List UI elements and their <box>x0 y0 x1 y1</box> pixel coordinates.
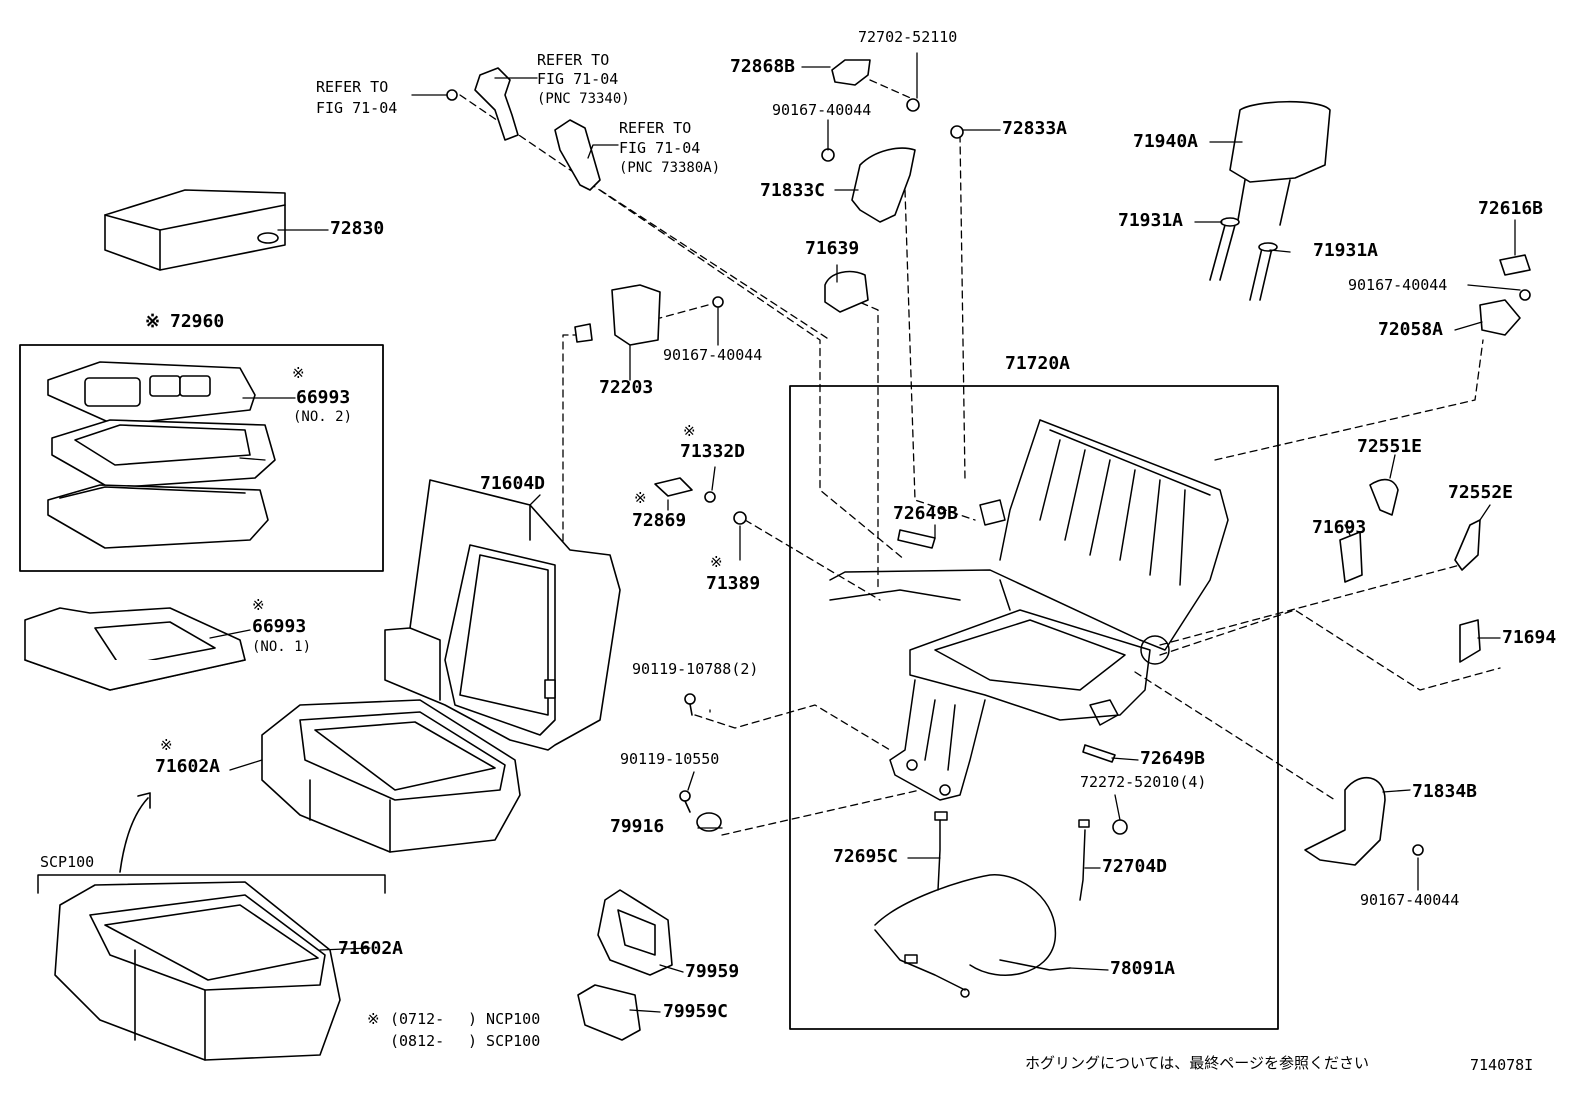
label-71693: 71693 <box>1312 517 1367 538</box>
seat-back-71604D <box>384 479 621 751</box>
armrest-pad-72830 <box>104 189 286 271</box>
label-72616B: 72616B <box>1478 198 1544 219</box>
tray-66993-no1 <box>24 607 246 691</box>
dashed-leader-lines <box>459 79 1501 836</box>
label-66993-no2-mark: ※ <box>292 364 305 382</box>
label-72702-52110: 72702-52110 <box>858 28 958 46</box>
label-71332D-mark: ※ <box>683 422 696 440</box>
label-79959: 79959 <box>685 961 740 982</box>
label-66993-no1-mark: ※ <box>252 596 265 614</box>
label-refer-fig-1a: REFER TO <box>316 78 389 96</box>
console-kit-parts <box>47 361 276 549</box>
label-71602A-top: 71602A <box>155 756 221 777</box>
label-71604D: 71604D <box>480 473 546 494</box>
label-no2: (NO. 2) <box>293 409 353 425</box>
label-72649B-top: 72649B <box>893 503 959 524</box>
label-66993-no2: 66993 <box>296 387 351 408</box>
label-71602A-mark: ※ <box>160 736 173 754</box>
note-line1-start: (0712- <box>390 1010 445 1028</box>
console-kit-box <box>19 344 384 572</box>
label-72272-52010: 72272-52010(4) <box>1080 773 1207 791</box>
label-refer-fig-2c: (PNC 73340) <box>537 91 630 107</box>
note-line1-end: ) NCP100 <box>468 1010 541 1028</box>
label-71931A-left: 71931A <box>1118 210 1184 231</box>
note-line2-start: (0812- <box>390 1032 445 1050</box>
scp100-bracket <box>37 874 386 894</box>
label-90167-40044-bottom: 90167-40044 <box>1360 891 1460 909</box>
label-72695C: 72695C <box>833 846 899 867</box>
label-79959C: 79959C <box>663 1001 729 1022</box>
label-72833A: 72833A <box>1002 118 1068 139</box>
label-71694: 71694 <box>1502 627 1557 648</box>
label-72960-mark: ※ <box>145 311 161 332</box>
label-66993-no1: 66993 <box>252 616 307 637</box>
headrest-71940A <box>1209 100 1331 301</box>
solid-leader-lines <box>209 52 1521 1013</box>
release-cables <box>874 811 1090 998</box>
figure-id: 714078I <box>1470 1056 1534 1074</box>
label-72552E: 72552E <box>1448 482 1514 503</box>
label-71389-mark: ※ <box>710 553 723 571</box>
label-90167-40044-right: 90167-40044 <box>1348 276 1448 294</box>
label-72551E: 72551E <box>1357 436 1423 457</box>
label-71931A-right: 71931A <box>1313 240 1379 261</box>
label-scp100: SCP100 <box>40 853 95 871</box>
springs-fasteners <box>654 477 1128 835</box>
label-72869-mark: ※ <box>634 489 647 507</box>
label-refer-fig-3c: (PNC 73380A) <box>619 160 721 176</box>
arrow-head-icon <box>137 792 151 809</box>
label-90167-40044-mid: 90167-40044 <box>663 346 763 364</box>
upper-small-parts <box>574 59 964 346</box>
label-71834B: 71834B <box>1412 781 1478 802</box>
label-72869: 72869 <box>632 510 687 531</box>
label-72649B-bottom: 72649B <box>1140 748 1206 769</box>
label-71833C: 71833C <box>760 180 826 201</box>
alternate-arrow <box>119 797 149 873</box>
label-72868B: 72868B <box>730 56 796 77</box>
right-side-parts <box>1304 254 1531 866</box>
label-71639: 71639 <box>805 238 860 259</box>
seat-frame-71720A <box>829 419 1229 801</box>
label-90119-10550: 90119-10550 <box>620 750 720 768</box>
label-72058A: 72058A <box>1378 319 1444 340</box>
label-71720A: 71720A <box>1005 353 1071 374</box>
seat-frame-box <box>789 385 1279 1030</box>
label-71389: 71389 <box>706 573 761 594</box>
label-72704D: 72704D <box>1102 856 1168 877</box>
label-71332D: 71332D <box>680 441 746 462</box>
label-72960: 72960 <box>170 311 225 332</box>
label-72830: 72830 <box>330 218 385 239</box>
label-90119-10788: 90119-10788(2) <box>632 660 759 678</box>
label-72203: 72203 <box>599 377 654 398</box>
seat-cushion-71602A-upper <box>261 699 521 853</box>
label-refer-fig-3b: FIG 71-04 <box>619 139 701 157</box>
seat-cushion-71602A-lower <box>54 881 341 1061</box>
label-no1: (NO. 1) <box>252 639 312 655</box>
note-line2-end: ) SCP100 <box>468 1032 541 1050</box>
footer-note-japanese: ホグリングについては、最終ページを参照ください <box>1025 1054 1369 1072</box>
label-71602A-bottom: 71602A <box>338 938 404 959</box>
label-78091A: 78091A <box>1110 958 1176 979</box>
seat-belt-buckle-parts <box>446 67 601 191</box>
label-refer-fig-1b: FIG 71-04 <box>316 99 398 117</box>
label-90167-40044-top: 90167-40044 <box>772 101 872 119</box>
label-79916: 79916 <box>610 816 665 837</box>
note-mark: ※ <box>367 1010 380 1028</box>
armrest-brackets-79959 <box>577 889 673 1041</box>
label-refer-fig-2b: FIG 71-04 <box>537 70 619 88</box>
label-refer-fig-3a: REFER TO <box>619 119 692 137</box>
label-refer-fig-2a: REFER TO <box>537 51 610 69</box>
label-71940A: 71940A <box>1133 131 1199 152</box>
